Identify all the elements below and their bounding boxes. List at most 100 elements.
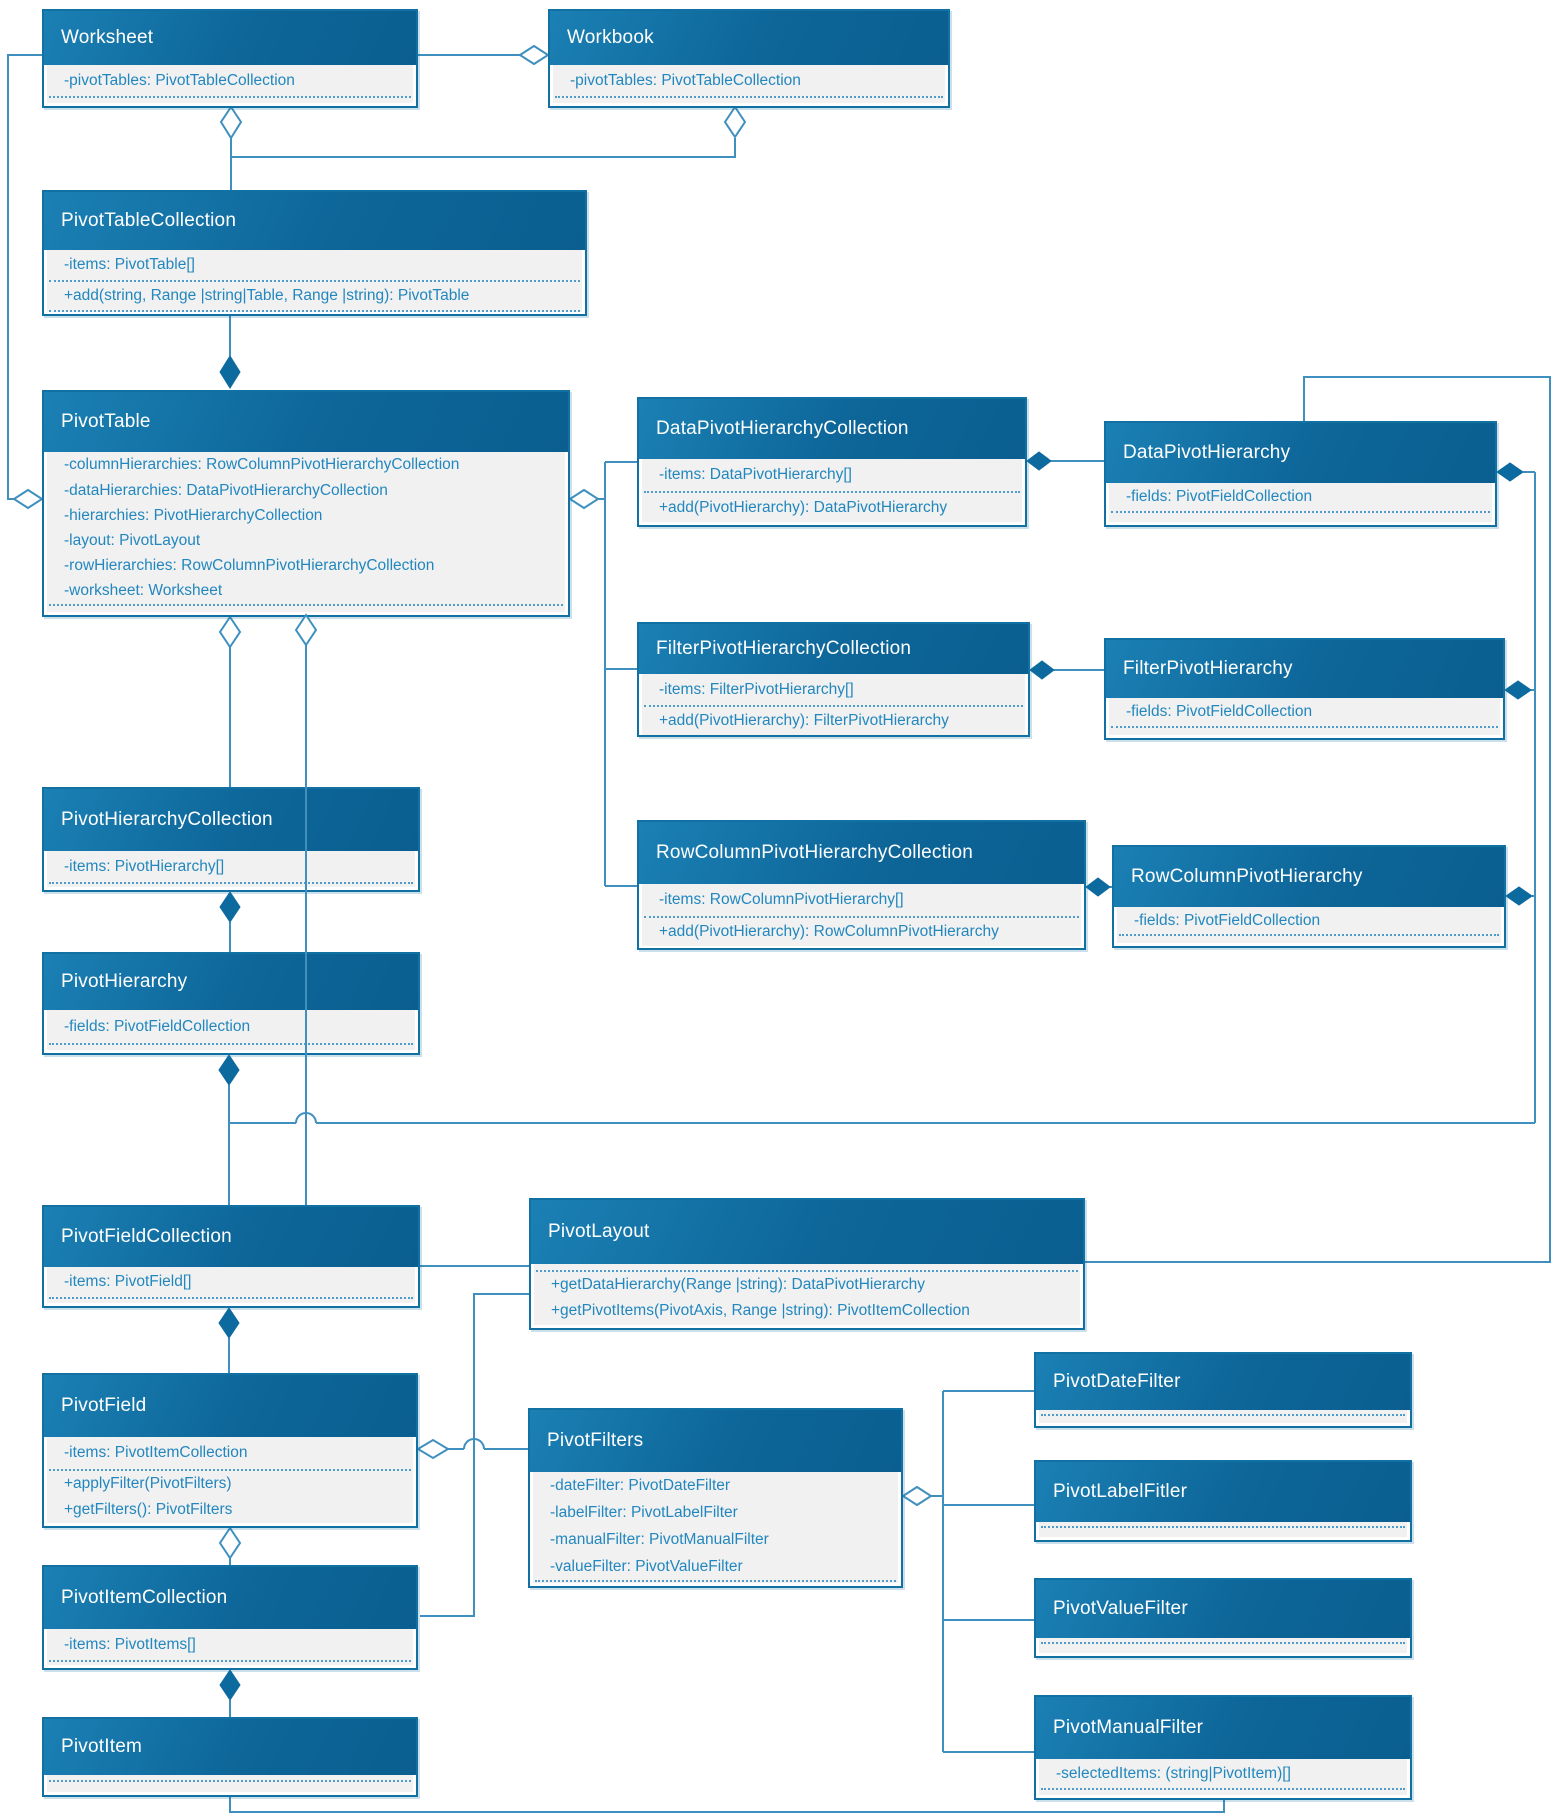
- class-title: PivotLayout: [548, 1221, 650, 1242]
- class-attribute: -items: DataPivotHierarchy[]: [659, 466, 852, 483]
- class-attribute: -pivotTables: PivotTableCollection: [64, 71, 295, 89]
- divider: [49, 1660, 411, 1662]
- class-attribute: -manualFilter: PivotManualFilter: [550, 1530, 769, 1548]
- class-title: PivotTableCollection: [61, 210, 237, 231]
- class-attribute: -fields: PivotFieldCollection: [1126, 488, 1313, 505]
- aggregation-diamond-icon: [568, 488, 600, 510]
- class-method: +getFilters(): PivotFilters: [64, 1501, 233, 1518]
- class-workbook: Workbook -pivotTables: PivotTableCollect…: [548, 9, 950, 108]
- class-pivot-label-fitler: PivotLabelFitler: [1034, 1460, 1412, 1542]
- divider: [644, 491, 1020, 493]
- composition-diamond-icon: [1029, 660, 1055, 680]
- class-attribute: -selectedItems: (string|PivotItem)[]: [1056, 1764, 1291, 1782]
- class-attribute: -labelFilter: PivotLabelFilter: [550, 1503, 738, 1521]
- class-attribute: -fields: PivotFieldCollection: [64, 1017, 251, 1035]
- class-filter-pivot-hierarchy: FilterPivotHierarchy -fields: PivotField…: [1104, 638, 1505, 740]
- aggregation-diamond-icon: [218, 615, 242, 649]
- aggregation-diamond-icon: [416, 1438, 450, 1460]
- class-attribute: -layout: PivotLayout: [64, 531, 201, 549]
- class-title: Workbook: [567, 27, 654, 48]
- divider: [1041, 1642, 1405, 1644]
- divider: [535, 1580, 896, 1582]
- divider: [1041, 1788, 1405, 1790]
- divider: [49, 310, 580, 312]
- aggregation-diamond-icon: [294, 613, 318, 647]
- composition-diamond-icon: [219, 355, 241, 389]
- class-attribute: -items: PivotTable[]: [64, 256, 195, 273]
- class-attribute: -worksheet: Worksheet: [64, 582, 223, 599]
- class-title: PivotItem: [61, 1736, 142, 1757]
- class-pivot-value-filter: PivotValueFilter: [1034, 1578, 1412, 1658]
- composition-diamond-icon: [1505, 886, 1533, 906]
- class-method: +getDataHierarchy(Range |string): DataPi…: [551, 1276, 926, 1293]
- class-title: PivotFieldCollection: [61, 1226, 232, 1247]
- class-title: PivotDateFilter: [1053, 1371, 1181, 1392]
- divider: [536, 1270, 1078, 1272]
- class-title: PivotHierarchyCollection: [61, 809, 273, 830]
- divider: [1119, 934, 1499, 936]
- class-title: PivotHierarchy: [61, 971, 188, 992]
- class-title: FilterPivotHierarchyCollection: [656, 638, 912, 659]
- class-pivot-table: PivotTable -columnHierarchies: RowColumn…: [42, 390, 570, 617]
- class-pivot-table-collection: PivotTableCollection -items: PivotTable[…: [42, 190, 587, 316]
- composition-diamond-icon: [1496, 462, 1524, 482]
- class-method: +applyFilter(PivotFilters): [64, 1475, 232, 1492]
- class-title: DataPivotHierarchy: [1123, 442, 1291, 463]
- class-attribute: -fields: PivotFieldCollection: [1134, 911, 1321, 929]
- composition-diamond-icon: [1026, 451, 1052, 471]
- class-pivot-hierarchy: PivotHierarchy -fields: PivotFieldCollec…: [42, 952, 420, 1055]
- class-pivot-item: PivotItem: [42, 1717, 418, 1797]
- class-title: PivotValueFilter: [1053, 1598, 1188, 1619]
- class-pivot-item-collection: PivotItemCollection -items: PivotItems[]: [42, 1565, 418, 1670]
- class-attribute: -dataHierarchies: DataPivotHierarchyColl…: [64, 481, 388, 499]
- composition-diamond-icon: [219, 891, 241, 923]
- class-pivot-layout: PivotLayout +getDataHierarchy(Range |str…: [529, 1198, 1085, 1330]
- class-row-column-pivot-hierarchy: RowColumnPivotHierarchy -fields: PivotFi…: [1112, 845, 1506, 948]
- divider: [1111, 726, 1498, 728]
- aggregation-diamond-icon: [218, 1526, 242, 1560]
- divider: [1041, 1414, 1405, 1416]
- divider: [49, 882, 413, 884]
- divider: [49, 604, 563, 606]
- class-method: +add(PivotHierarchy): DataPivotHierarchy: [659, 498, 948, 516]
- class-data-pivot-hierarchy: DataPivotHierarchy -fields: PivotFieldCo…: [1104, 421, 1497, 527]
- class-attribute: -items: FilterPivotHierarchy[]: [659, 680, 854, 698]
- class-worksheet: Worksheet -pivotTables: PivotTableCollec…: [42, 9, 418, 108]
- class-attribute: -dateFilter: PivotDateFilter: [550, 1476, 731, 1494]
- class-pivot-field: PivotField -items: PivotItemCollection +…: [42, 1373, 418, 1528]
- class-title: PivotItemCollection: [61, 1587, 228, 1608]
- class-attribute: -items: RowColumnPivotHierarchy[]: [659, 891, 904, 908]
- composition-diamond-icon: [1085, 877, 1111, 897]
- class-pivot-field-collection: PivotFieldCollection -items: PivotField[…: [42, 1205, 420, 1308]
- divider: [49, 1043, 413, 1045]
- class-attribute: -fields: PivotFieldCollection: [1126, 703, 1313, 720]
- divider: [49, 1297, 413, 1299]
- class-title: PivotFilters: [547, 1430, 644, 1451]
- class-title: PivotManualFilter: [1053, 1717, 1204, 1738]
- divider: [1111, 511, 1490, 513]
- class-filter-pivot-hierarchy-collection: FilterPivotHierarchyCollection -items: F…: [637, 622, 1030, 737]
- class-title: DataPivotHierarchyCollection: [656, 418, 909, 439]
- class-attribute: -pivotTables: PivotTableCollection: [570, 71, 801, 89]
- composition-diamond-icon: [218, 1307, 240, 1339]
- class-attribute: -rowHierarchies: RowColumnPivotHierarchy…: [64, 556, 435, 574]
- divider: [644, 705, 1023, 707]
- class-pivot-manual-filter: PivotManualFilter -selectedItems: (strin…: [1034, 1695, 1412, 1800]
- class-method: +getPivotItems(PivotAxis, Range |string)…: [551, 1302, 970, 1319]
- class-pivot-filters: PivotFilters -dateFilter: PivotDateFilte…: [528, 1408, 903, 1588]
- class-method: +add(string, Range |string|Table, Range …: [64, 287, 470, 304]
- class-attribute: -hierarchies: PivotHierarchyCollection: [64, 506, 323, 524]
- divider: [49, 1780, 411, 1782]
- composition-diamond-icon: [1504, 680, 1532, 700]
- composition-diamond-icon: [219, 1669, 241, 1701]
- class-attribute: -items: PivotField[]: [64, 1273, 192, 1290]
- class-data-pivot-hierarchy-collection: DataPivotHierarchyCollection -items: Dat…: [637, 397, 1027, 527]
- aggregation-diamond-icon: [901, 1485, 933, 1507]
- composition-diamond-icon: [218, 1054, 240, 1086]
- aggregation-diamond-icon: [723, 105, 747, 139]
- class-title: FilterPivotHierarchy: [1123, 658, 1293, 679]
- divider: [49, 96, 411, 98]
